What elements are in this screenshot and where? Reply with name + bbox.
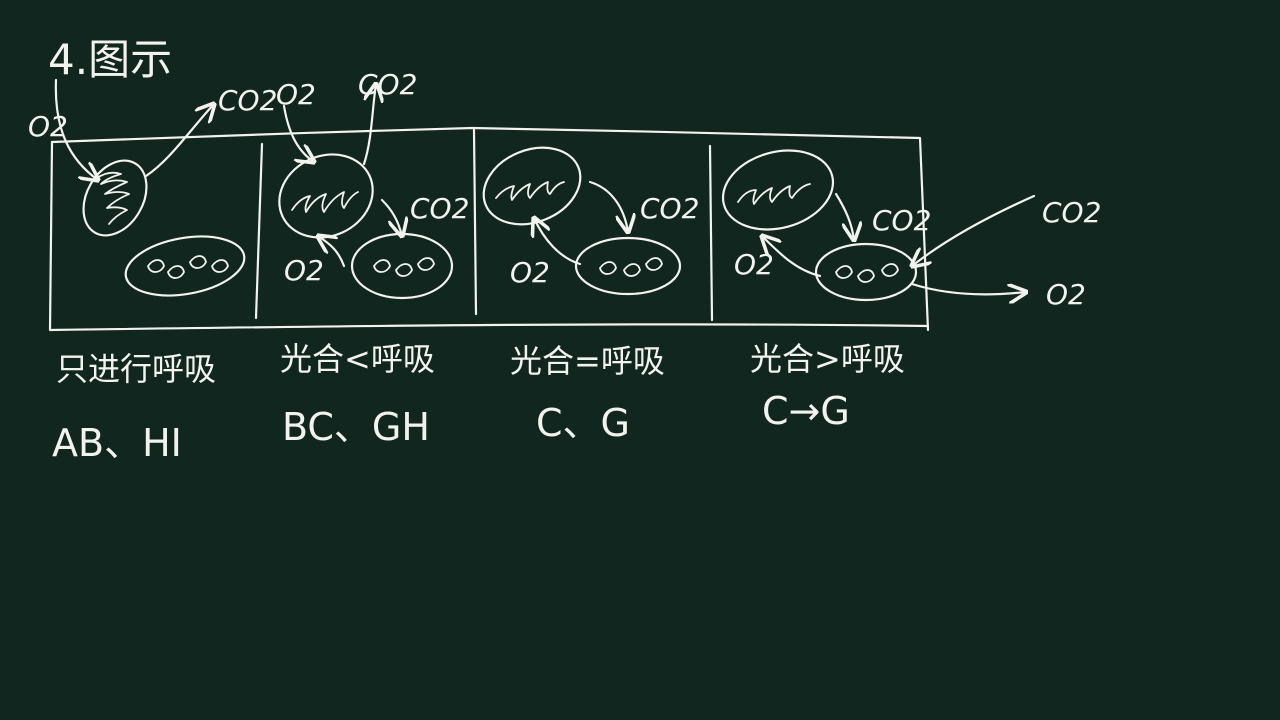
period-label: BC、GH: [282, 405, 430, 449]
panel-2: O2 CO2 CO2 O2 光合<呼吸 BC、GH: [276, 68, 469, 449]
gas-label-o2: O2: [1046, 278, 1086, 311]
heading: 4.图示: [48, 35, 172, 84]
arrow-external-co2-in: [912, 194, 1036, 266]
gas-label-co2: CO2: [410, 192, 469, 225]
mitochondrion-icon: [721, 149, 835, 231]
arrow-o2-to-mitochondrion: [318, 236, 346, 268]
gas-label-o2: O2: [510, 256, 550, 289]
arrow-o2-to-mitochondrion: [762, 236, 822, 278]
gas-label-o2: O2: [284, 254, 324, 287]
panel-1: O2 CO2 只进行呼吸 AB、HI: [28, 78, 277, 465]
gas-label-co2: CO2: [1042, 196, 1101, 229]
arrow-co2-to-chloroplast: [380, 198, 402, 236]
gas-label-co2: CO2: [218, 84, 277, 117]
gas-label-co2: CO2: [358, 68, 417, 101]
cell-panel-frame: [48, 126, 930, 332]
gas-label-co2: CO2: [872, 204, 931, 237]
chloroplast-icon: [574, 236, 682, 296]
mitochondrion-icon: [82, 159, 148, 237]
state-label: 光合=呼吸: [510, 342, 665, 380]
state-label: 只进行呼吸: [56, 350, 216, 388]
mitochondrion-icon: [482, 146, 582, 226]
arrow-co2-out: [144, 104, 214, 178]
chloroplast-icon: [814, 242, 918, 302]
chloroplast-icon: [350, 232, 454, 300]
mitochondrion-icon: [278, 153, 374, 239]
arrow-co2-to-chloroplast: [834, 192, 854, 240]
arrow-co2-to-chloroplast: [588, 180, 628, 232]
state-label: 光合<呼吸: [280, 340, 435, 378]
period-label: C→G: [762, 389, 850, 433]
panel-3: CO2 O2 光合=呼吸 C、G: [482, 146, 699, 445]
period-label: AB、HI: [52, 421, 182, 465]
state-label: 光合>呼吸: [750, 340, 905, 378]
chloroplast-icon: [124, 235, 246, 297]
gas-label-o2: O2: [734, 248, 774, 281]
gas-label-co2: CO2: [640, 192, 699, 225]
arrow-o2-to-mitochondrion: [534, 218, 582, 266]
arrow-o2-in: [54, 78, 98, 180]
gas-label-o2: O2: [28, 110, 68, 143]
arrow-co2-out: [362, 84, 376, 166]
period-label: C、G: [536, 401, 630, 445]
panel-4: CO2 O2 CO2 O2 光合>呼吸 C→G: [721, 149, 1101, 433]
gas-label-o2: O2: [276, 78, 316, 111]
arrow-external-o2-out: [910, 284, 1026, 294]
arrow-o2-in: [282, 104, 314, 162]
